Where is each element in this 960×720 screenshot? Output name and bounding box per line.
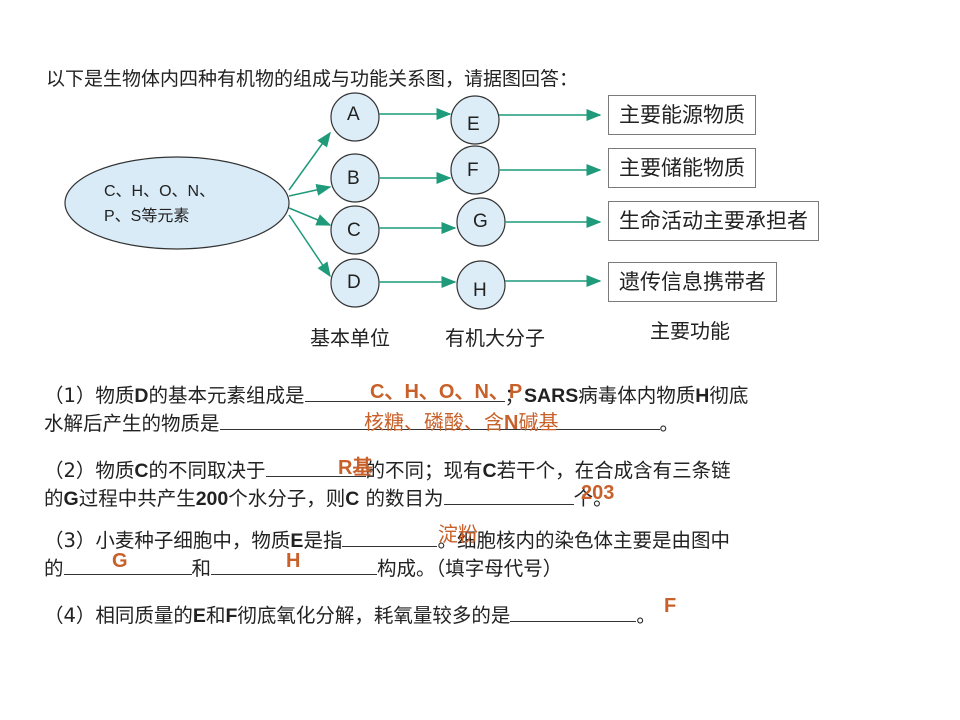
function-box-h: 遗传信息携带者 [608,262,777,302]
col-label-functions: 主要功能 [650,319,730,343]
function-box-g: 生命活动主要承担者 [608,201,819,241]
question-1-line-2: 水解后产生的物质是。 [44,409,679,438]
col-label-units: 基本单位 [310,326,390,350]
answer-q1-elements: C、H、O、N、P [370,381,523,403]
question-3-line-2: 的和构成。（填字母代号） [44,554,562,583]
answer-q3-e: 淀粉 [438,522,478,546]
q3-h-blank[interactable] [211,554,378,575]
question-3-line-1: （3）小麦种子细胞中，物质E是指。细胞核内的染色体主要是由图中 [44,526,730,555]
question-title: 以下是生物体内四种有机物的组成与功能关系图，请据图回答： [46,68,579,90]
node-b-label: B [347,168,360,189]
answer-q3-h: H [286,550,301,572]
node-h [456,260,506,310]
arrow-to-d [288,214,331,278]
node-c [330,205,380,255]
node-e [450,95,500,145]
q3-g-blank[interactable] [63,554,192,575]
q1-elements-blank[interactable] [304,381,505,402]
q2-group-blank[interactable] [265,456,366,477]
node-e-label: E [467,114,480,135]
question-4: （4）相同质量的E和F彻底氧化分解，耗氧量较多的是。 [44,601,656,630]
arrow-to-b [288,184,332,197]
q2-count-blank[interactable] [443,484,574,505]
node-a [330,92,380,142]
node-g-label: G [473,211,488,232]
function-box-f: 主要储能物质 [608,148,756,188]
node-c-label: C [347,220,361,241]
question-2-line-1: （2）物质C的不同取决于的不同；现有C若干个，在合成含有三条链 [44,456,731,485]
elements-text-line1: C、H、O、N、 [104,183,215,200]
function-box-e: 主要能源物质 [608,95,756,135]
arrow-to-a [288,131,331,191]
answer-q2-count: 203 [581,482,615,504]
q4-blank[interactable] [510,601,637,622]
elements-text-line2: P、S等元素 [104,207,189,225]
node-d-label: D [347,272,361,293]
question-2-line-2: 的G过程中共产生200个水分子，则C 的数目为个。 [44,484,613,513]
answer-q2-group: R基 [338,457,373,479]
question-1-line-1: （1）物质D的基本元素组成是；SARS病毒体内物质H彻底 [44,381,748,410]
elements-ellipse [64,156,290,250]
node-d [330,258,380,308]
q3-e-blank[interactable] [342,526,438,547]
answer-q1-hydrolysis: 核糖、磷酸、含N碱基 [364,410,559,434]
answer-q3-g: G [112,550,128,572]
node-a-label: A [347,104,360,125]
arrow-to-c [288,207,332,226]
node-h-label: H [473,280,487,301]
node-f-label: F [467,160,479,181]
col-label-macros: 有机大分子 [445,326,545,350]
answer-q4: F [664,595,677,617]
q1-hydrolysis-blank[interactable] [219,409,660,430]
